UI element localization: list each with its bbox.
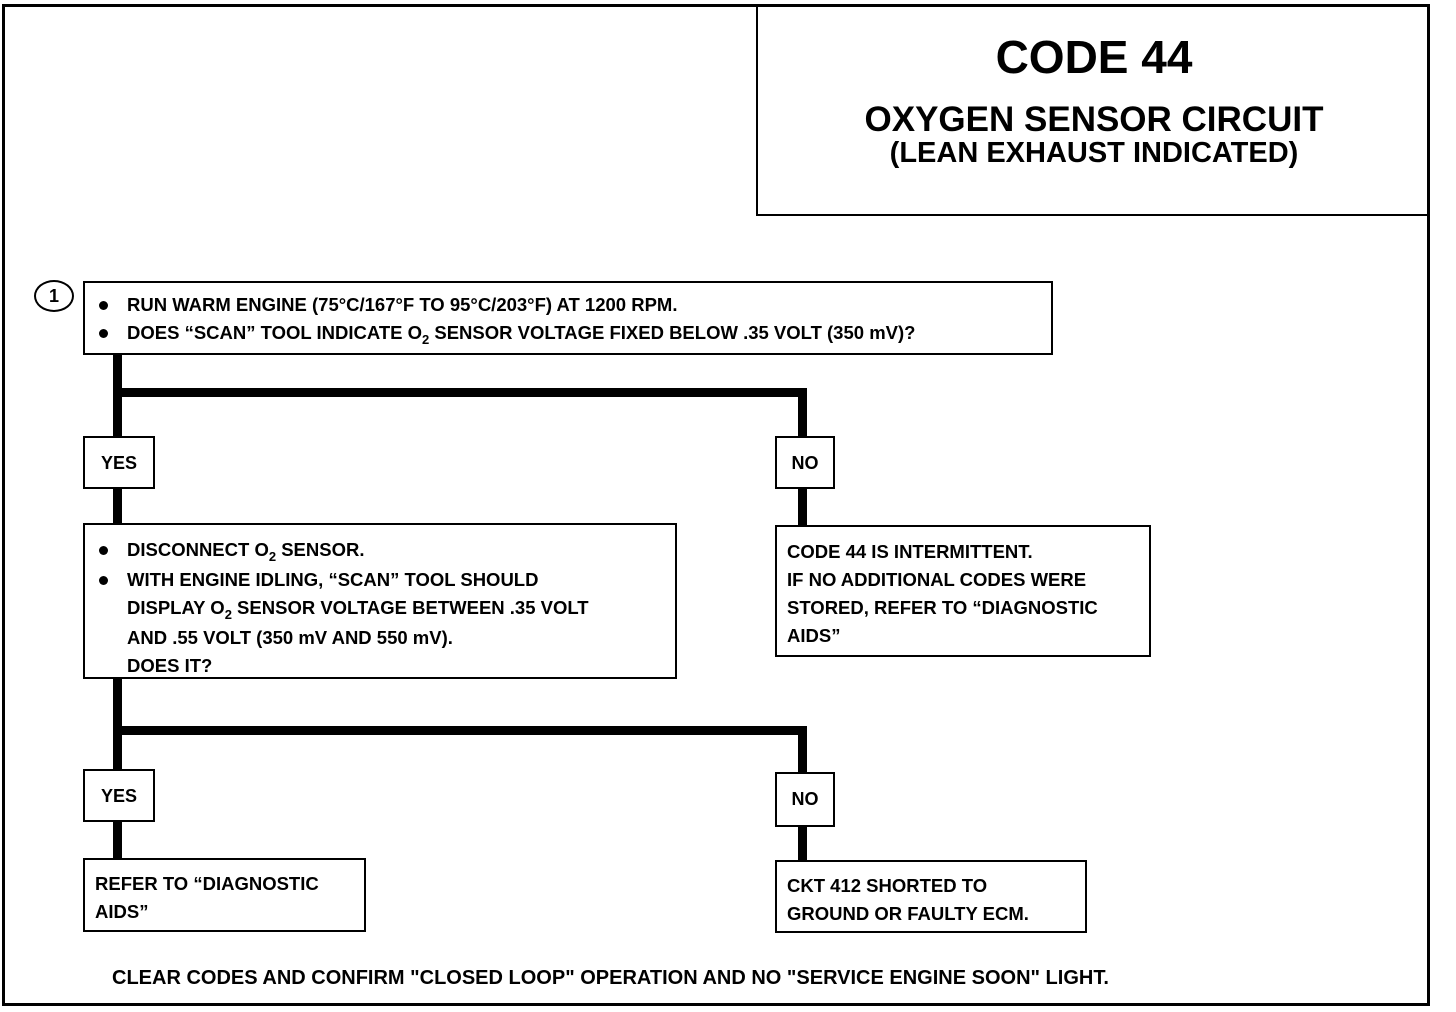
connector-branch1-no-down: [798, 388, 807, 436]
result-line: IF NO ADDITIONAL CODES WERE: [787, 569, 1087, 590]
connector-yes1-down: [113, 488, 122, 524]
step2-box: DISCONNECT O2 SENSOR. WITH ENGINE IDLING…: [83, 523, 677, 679]
diagnostic-aids-result-box: REFER TO “DIAGNOSTIC AIDS”: [83, 858, 366, 932]
diagnostic-subtitle: (LEAN EXHAUST INDICATED): [889, 137, 1299, 169]
footer-instruction: CLEAR CODES AND CONFIRM "CLOSED LOOP" OP…: [112, 967, 1109, 989]
connector-step2-down: [113, 678, 122, 770]
result-line: CKT 412 SHORTED TO: [787, 875, 988, 896]
bullet-icon: [99, 546, 108, 555]
step2-bullet-2: WITH ENGINE IDLING, “SCAN” TOOL SHOULD: [95, 566, 665, 594]
step1-bullet-1: RUN WARM ENGINE (75°C/167°F TO 95°C/203°…: [95, 291, 1041, 319]
bullet-icon: [99, 576, 108, 585]
intermittent-result-box: CODE 44 IS INTERMITTENT. IF NO ADDITIONA…: [775, 525, 1151, 657]
connector-branch2-horizontal: [113, 726, 807, 735]
shorted-ckt-result-box: CKT 412 SHORTED TO GROUND OR FAULTY ECM.: [775, 860, 1087, 933]
connector-no1-down: [798, 488, 807, 526]
bullet-icon: [99, 301, 108, 310]
step2-question: DOES IT?: [127, 655, 213, 676]
diagnostic-title: OXYGEN SENSOR CIRCUIT: [864, 100, 1324, 139]
branch2-no-label: NO: [775, 772, 835, 827]
connector-no2-down: [798, 826, 807, 862]
outer-frame: [2, 4, 1430, 1006]
connector-yes2-down: [113, 821, 122, 859]
step1-box: RUN WARM ENGINE (75°C/167°F TO 95°C/203°…: [83, 281, 1053, 355]
branch1-yes-label: YES: [83, 436, 155, 489]
step1-bullet-2: DOES “SCAN” TOOL INDICATE O2 SENSOR VOLT…: [95, 319, 1041, 349]
step2-bullet-1: DISCONNECT O2 SENSOR.: [95, 536, 665, 566]
result-line: AIDS”: [95, 901, 149, 922]
connector-branch2-no-down: [798, 726, 807, 772]
title-block: CODE 44 OXYGEN SENSOR CIRCUIT (LEAN EXHA…: [756, 4, 1430, 216]
bullet-icon: [99, 329, 108, 338]
step-number-marker: 1: [34, 280, 74, 312]
step2-line-4: AND .55 VOLT (350 mV AND 550 mV).: [127, 627, 453, 648]
result-line: REFER TO “DIAGNOSTIC: [95, 873, 319, 894]
branch1-no-label: NO: [775, 436, 835, 489]
branch2-yes-label: YES: [83, 769, 155, 822]
step2-line-3: DISPLAY O2 SENSOR VOLTAGE BETWEEN .35 VO…: [127, 597, 589, 622]
result-line: AIDS”: [787, 625, 841, 646]
code-number: CODE 44: [995, 31, 1193, 83]
result-line: CODE 44 IS INTERMITTENT.: [787, 541, 1033, 562]
result-line: GROUND OR FAULTY ECM.: [787, 903, 1029, 924]
connector-branch1-horizontal: [113, 388, 807, 397]
result-line: STORED, REFER TO “DIAGNOSTIC: [787, 597, 1098, 618]
